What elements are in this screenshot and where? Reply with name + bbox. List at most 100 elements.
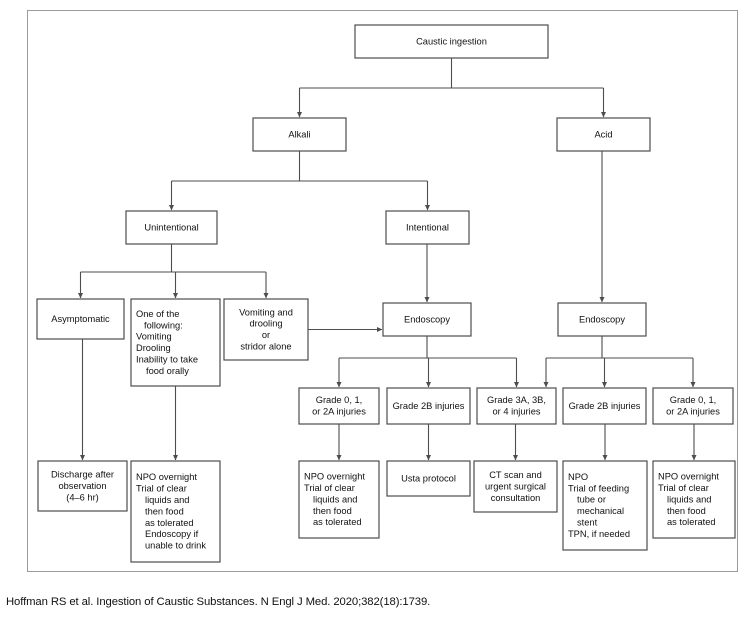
node-acid: Acid: [556, 117, 651, 152]
node-label-grade3: or 4 injuries: [492, 407, 540, 417]
node-box-grade3: [476, 387, 557, 425]
node-label-endoscopy1: Endoscopy: [404, 314, 450, 324]
node-asymptomatic: Asymptomatic: [36, 298, 125, 340]
node-box-alkali: [252, 117, 347, 152]
node-root: Caustic ingestion: [354, 24, 549, 59]
node-unintentional: Unintentional: [125, 210, 218, 245]
node-label-alkali: Alkali: [288, 129, 310, 139]
node-label-npofeed: NPO: [568, 472, 588, 482]
node-box-grade4: [562, 387, 647, 425]
node-box-endoscopy1: [382, 302, 472, 337]
node-box-grade1: [298, 387, 380, 425]
node-label-discharge: observation: [58, 481, 106, 491]
node-label-npo1: liquids and: [145, 495, 189, 505]
node-endoscopy1: Endoscopy: [382, 302, 472, 337]
node-label-npo3: as tolerated: [667, 517, 716, 527]
node-box-asymptomatic: [36, 298, 125, 340]
node-label-oneofthe: Inability to take: [136, 355, 198, 365]
node-grade4: Grade 2B injuries: [562, 387, 647, 425]
node-label-oneofthe: food orally: [146, 366, 189, 376]
node-label-npo3: Trial of clear: [658, 483, 709, 493]
figure-caption: Hoffman RS et al. Ingestion of Caustic S…: [6, 596, 431, 608]
node-label-vomiting: drooling: [249, 319, 282, 329]
node-label-npo3: liquids and: [667, 494, 711, 504]
node-label-intentional: Intentional: [406, 222, 449, 232]
node-label-vomiting: or: [262, 330, 270, 340]
node-label-npo1: Endoscopy if: [145, 529, 199, 539]
node-label-ctscan: CT scan and: [489, 470, 542, 480]
node-label-grade2: Grade 2B injuries: [393, 401, 465, 411]
node-box-grade2: [386, 387, 471, 425]
node-label-endoscopy2: Endoscopy: [579, 314, 625, 324]
node-grade2: Grade 2B injuries: [386, 387, 471, 425]
node-box-usta: [386, 460, 471, 497]
node-label-discharge: Discharge after: [51, 470, 114, 480]
node-label-npo2: Trial of clear: [304, 483, 355, 493]
node-label-npo3: NPO overnight: [658, 472, 719, 482]
node-label-npofeed: Trial of feeding: [568, 483, 629, 493]
node-label-npo1: NPO overnight: [136, 472, 197, 482]
node-label-grade4: Grade 2B injuries: [569, 401, 641, 411]
node-label-ctscan: urgent surgical: [485, 481, 546, 491]
node-label-npo2: as tolerated: [313, 517, 362, 527]
node-label-npo2: NPO overnight: [304, 472, 365, 482]
node-intentional: Intentional: [385, 210, 470, 245]
node-alkali: Alkali: [252, 117, 347, 152]
node-box-npo2: [298, 460, 380, 539]
node-label-npofeed: stent: [577, 518, 598, 528]
node-label-usta: Usta protocol: [401, 473, 456, 483]
node-endoscopy2: Endoscopy: [557, 302, 647, 337]
node-grade3: Grade 3A, 3B, or 4 injuries: [476, 387, 557, 425]
node-grade5: Grade 0, 1,or 2A injuries: [652, 387, 734, 425]
node-label-discharge: (4–6 hr): [66, 492, 99, 502]
node-box-endoscopy2: [557, 302, 647, 337]
node-label-npofeed: TPN, if needed: [568, 529, 630, 539]
node-box-ctscan: [473, 460, 558, 513]
connectors-group: [77, 58, 697, 461]
node-box-intentional: [385, 210, 470, 245]
node-label-npo1: Trial of clear: [136, 484, 187, 494]
node-box-unintentional: [125, 210, 218, 245]
node-label-npofeed: tube or: [577, 495, 606, 505]
node-box-npofeed: [562, 460, 648, 551]
node-label-npo2: liquids and: [313, 494, 357, 504]
node-box-oneofthe: [130, 298, 221, 387]
node-box-discharge: [37, 460, 128, 512]
node-label-oneofthe: following:: [144, 320, 183, 330]
node-label-asymptomatic: Asymptomatic: [51, 314, 110, 324]
node-box-acid: [556, 117, 651, 152]
node-usta: Usta protocol: [386, 460, 471, 497]
node-label-unintentional: Unintentional: [144, 222, 198, 232]
node-label-vomiting: stridor alone: [240, 342, 291, 352]
node-label-npo1: as tolerated: [145, 518, 194, 528]
node-label-vomiting: Vomiting and: [239, 307, 293, 317]
node-label-grade3: Grade 3A, 3B,: [487, 395, 546, 405]
node-box-npo1: [130, 460, 221, 563]
node-grade1: Grade 0, 1, or 2A injuries: [298, 387, 380, 425]
node-label-npofeed: mechanical: [577, 506, 624, 516]
node-label-oneofthe: One of the: [136, 309, 179, 319]
node-box-npo3: [652, 460, 736, 539]
node-label-oneofthe: Vomiting: [136, 332, 172, 342]
node-label-grade5: Grade 0, 1,: [670, 395, 717, 405]
node-label-ctscan: consultation: [491, 493, 541, 503]
node-label-npo1: then food: [145, 506, 184, 516]
node-label-npo1: unable to drink: [145, 541, 206, 551]
node-label-grade1: or 2A injuries: [312, 407, 366, 417]
node-label-root: Caustic ingestion: [416, 36, 487, 46]
node-label-acid: Acid: [594, 129, 612, 139]
node-box-grade5: [652, 387, 734, 425]
node-label-oneofthe: Drooling: [136, 343, 171, 353]
node-label-grade1: Grade 0, 1,: [316, 395, 363, 405]
node-box-root: [354, 24, 549, 59]
